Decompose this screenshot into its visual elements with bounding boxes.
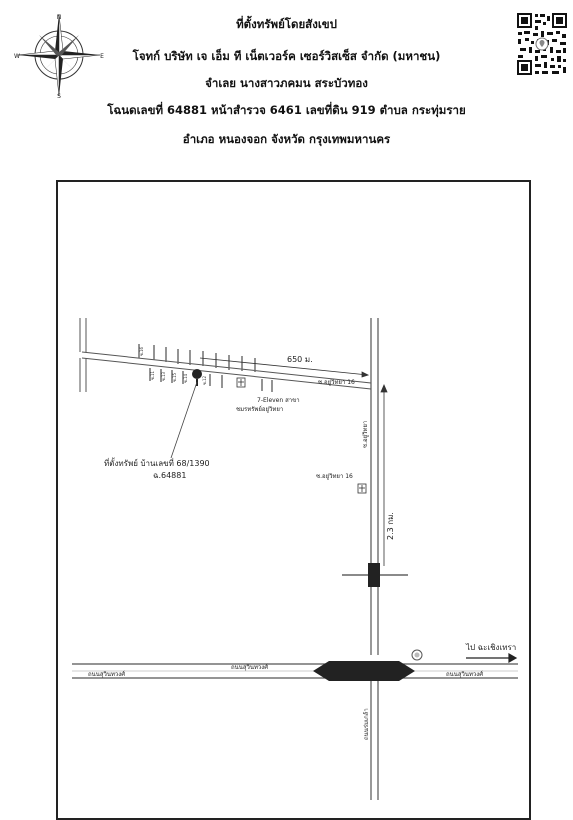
- header-line-1: ที่ตั้งทรัพย์โดยสังเขป: [236, 17, 337, 31]
- soi-label-d: ซ.15: [172, 372, 177, 382]
- property-label-2: ฉ.64881: [153, 471, 186, 480]
- suwinthawong-road: [72, 663, 518, 679]
- road-label-mid: ถนนสุวินทวงศ์: [231, 663, 268, 671]
- location-map: ซ.16 ซ.11 ซ.13 ซ.15 ซ.14 ซ.12 650 ม. 7-E…: [72, 318, 518, 800]
- road-label-left: ถนนสุวินทวงศ์: [88, 670, 125, 678]
- soi-label-c: ซ.13: [161, 371, 166, 381]
- compass-rose-icon: N S E W: [14, 13, 104, 100]
- compass-s-label: S: [57, 93, 61, 100]
- distance-650-label: 650 ม.: [287, 355, 313, 364]
- main-vertical-road: [370, 318, 379, 655]
- header-line-4: โฉนดเลขที่ 64881 หน้าสำรวจ 6461 เลขที่ดิ…: [107, 103, 466, 117]
- soi-upper-road: [81, 351, 372, 390]
- property-pin-icon: [192, 369, 202, 386]
- compass-e-label: E: [100, 53, 104, 60]
- arrow-right-icon: [466, 652, 518, 664]
- bridge-crossing: [342, 563, 408, 587]
- landmark-icon: [411, 649, 423, 661]
- seven-eleven-label-1: 7-Eleven สาขา: [257, 397, 300, 404]
- ramintra-road: [370, 681, 379, 800]
- property-callout-line: [170, 381, 198, 459]
- header-line-3: จำเลย นางสาวภคมน สระบัวทอง: [205, 76, 368, 90]
- branch-sois-bottom: [149, 368, 273, 392]
- soi-label-b: ซ.11: [150, 370, 155, 380]
- overpass: [313, 661, 415, 681]
- soi-label-f: ซ.12: [202, 375, 207, 385]
- branch-sois-top: [138, 344, 256, 372]
- road-label-right: ถนนสุวินทวงศ์: [446, 670, 483, 678]
- soi-label-a: ซ.16: [139, 346, 144, 356]
- soi-lower-label: ซ.อยู่วิทยา 16: [316, 473, 353, 480]
- seven-eleven-icon-2: [357, 483, 367, 494]
- ramintra-label: ถนนร่มเกล้า: [363, 708, 370, 740]
- distance-650-arrow: [199, 357, 370, 378]
- small-soi-labels: ซ.16 ซ.11 ซ.13 ซ.15 ซ.14 ซ.12: [139, 346, 207, 385]
- header-line-2: โจทก์ บริษัท เจ เอ็ม ที เน็ตเวอร์ค เซอร์…: [132, 49, 441, 63]
- soi-label-e: ซ.14: [183, 373, 188, 383]
- seven-eleven-icon: [236, 377, 246, 388]
- compass-w-label: W: [14, 53, 20, 60]
- seven-eleven-label-2: ชมรทรัพย์อยู่วิทยา: [236, 405, 283, 413]
- property-label-1: ที่ตั้งทรัพย์ บ้านเลขที่ 68/1390: [104, 457, 210, 468]
- qr-code-icon: [516, 12, 568, 76]
- header-line-5: อำเภอ หนองจอก จังหวัด กรุงเทพมหานคร: [182, 132, 391, 146]
- to-chachoengsao-label: ไป ฉะเชิงเทรา: [465, 643, 516, 652]
- distance-2-3-arrow: [380, 383, 388, 566]
- compass-n-label: N: [57, 14, 62, 21]
- soi-upper-label: ซ.อยู่วิทยา 16: [318, 379, 355, 386]
- soi-vertical-label: ซ.อยู่วิทยา: [362, 421, 369, 448]
- soi-left-stub: [79, 318, 87, 392]
- distance-2-3-label: 2.3 กม.: [386, 512, 395, 540]
